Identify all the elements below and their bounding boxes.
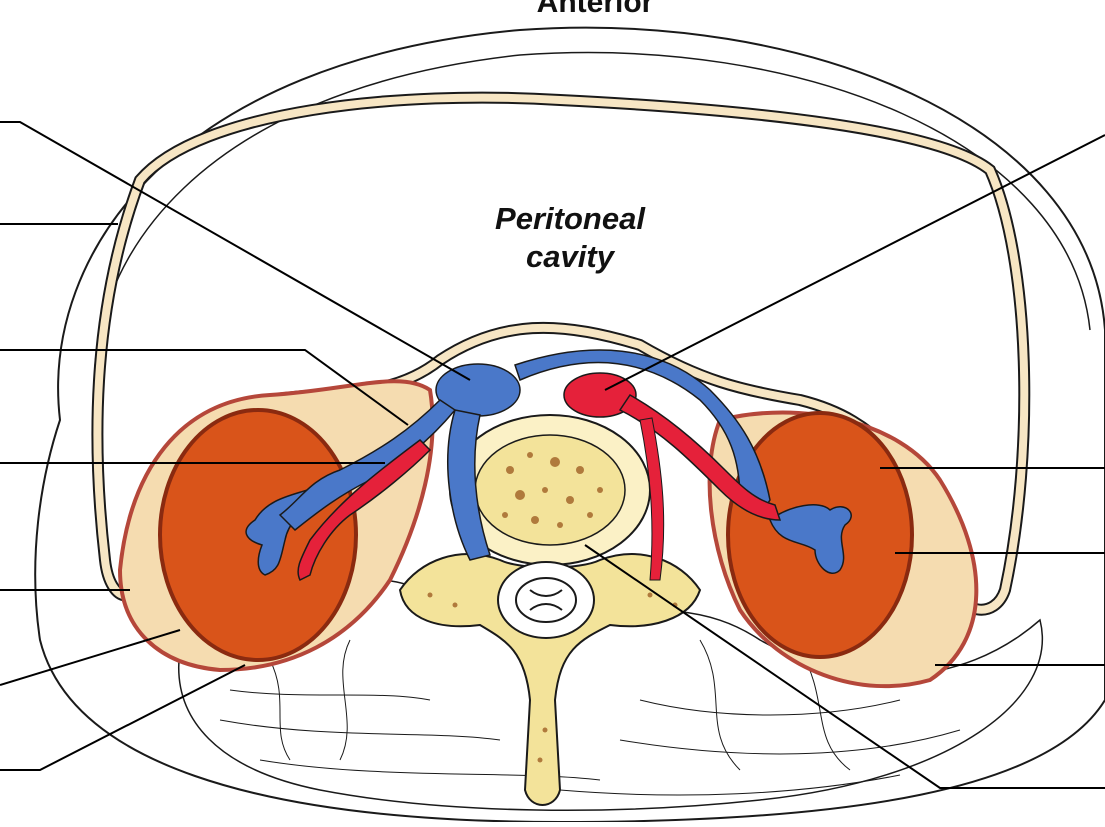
peritoneal-cavity-label-line1: Peritoneal bbox=[430, 200, 710, 238]
peritoneal-cavity-label-line2: cavity bbox=[430, 238, 710, 276]
orientation-label: Anterior bbox=[0, 0, 1105, 20]
peritoneal-cavity-label: Peritoneal cavity bbox=[430, 200, 710, 276]
spinal-cord bbox=[516, 578, 576, 622]
